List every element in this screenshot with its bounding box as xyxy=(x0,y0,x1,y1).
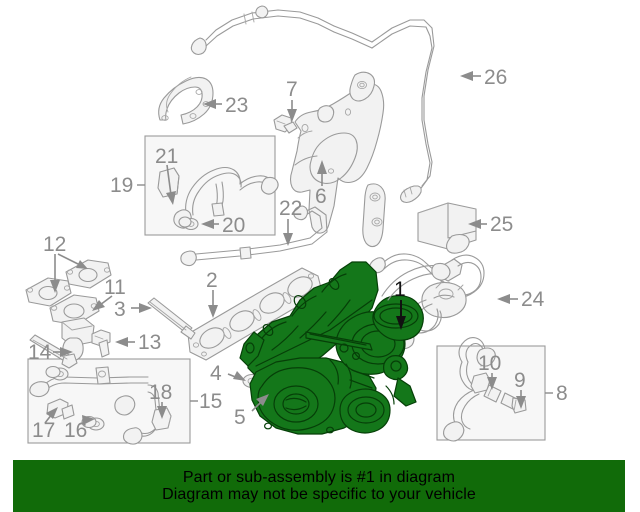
callout-14: 14 xyxy=(28,341,73,364)
part-bracket-23 xyxy=(158,76,214,125)
part-coolant-line-upper xyxy=(190,5,373,56)
callout-label-16: 16 xyxy=(64,419,87,442)
callout-21: 21 xyxy=(155,145,178,205)
callout-label-13: 13 xyxy=(138,331,161,354)
part-vacuum-actuator-24 xyxy=(369,253,485,350)
callout-11: 11 xyxy=(92,276,126,311)
callout-label-4: 4 xyxy=(210,362,222,385)
callout-3: 3 xyxy=(114,298,152,321)
callout-label-25: 25 xyxy=(490,213,513,236)
callout-19: 19 xyxy=(110,174,145,197)
callout-label-9: 9 xyxy=(514,369,526,392)
callout-label-19: 19 xyxy=(110,174,133,197)
callout-label-1: 1 xyxy=(394,278,406,301)
callout-15: 15 xyxy=(190,390,222,413)
callout-13: 13 xyxy=(115,331,161,354)
part-stud-bolt-3 xyxy=(147,297,196,340)
callout-label-18: 18 xyxy=(149,381,172,404)
part-gasket-12b xyxy=(25,277,72,307)
callout-label-5: 5 xyxy=(234,406,246,429)
callout-label-6: 6 xyxy=(315,185,327,208)
callout-24: 24 xyxy=(497,288,545,311)
callout-18: 18 xyxy=(149,381,172,419)
part-bolt-13 xyxy=(91,329,111,358)
callout-label-22: 22 xyxy=(279,197,302,220)
callout-23: 23 xyxy=(203,94,248,117)
callout-label-2: 2 xyxy=(206,269,218,292)
callout-17: 17 xyxy=(32,407,58,442)
part-coolant-pipe-22 xyxy=(180,205,328,267)
callout-label-21: 21 xyxy=(155,145,178,168)
callout-label-7: 7 xyxy=(286,78,298,101)
part-hose-turbo-to-24 xyxy=(381,262,451,301)
callout-4: 4 xyxy=(210,362,246,385)
callout-2: 2 xyxy=(206,269,218,318)
info-banner: Part or sub-assembly is #1 in diagram Di… xyxy=(13,460,625,512)
banner-line-1: Part or sub-assembly is #1 in diagram xyxy=(182,468,456,486)
callout-10: 10 xyxy=(478,352,501,390)
callout-label-3: 3 xyxy=(114,298,126,321)
callout-label-26: 26 xyxy=(484,66,507,89)
callout-label-24: 24 xyxy=(521,288,545,311)
callout-label-11: 11 xyxy=(104,276,126,299)
part-heat-shield-6 xyxy=(289,71,386,248)
callout-label-17: 17 xyxy=(32,419,55,442)
callout-label-12: 12 xyxy=(43,233,66,256)
callout-label-15: 15 xyxy=(199,390,222,413)
callout-6: 6 xyxy=(315,160,327,208)
callout-12: 12 xyxy=(43,233,88,293)
callout-22: 22 xyxy=(279,197,302,246)
callout-5: 5 xyxy=(234,394,269,429)
callout-20: 20 xyxy=(201,214,245,237)
callout-label-10: 10 xyxy=(478,352,501,375)
callout-7: 7 xyxy=(286,78,298,122)
part-group-19-contents xyxy=(157,166,279,231)
banner-line-2: Diagram may not be specific to your vehi… xyxy=(162,486,476,503)
callout-8: 8 xyxy=(545,382,568,405)
callout-label-14: 14 xyxy=(28,341,52,364)
part-solenoid-25 xyxy=(417,202,477,254)
callout-9: 9 xyxy=(514,369,526,409)
part-turbocharger-assembly-1 xyxy=(239,261,424,435)
callout-16: 16 xyxy=(64,415,95,442)
callout-label-8: 8 xyxy=(556,382,568,405)
part-group-8-contents xyxy=(443,337,527,442)
callout-26: 26 xyxy=(460,66,507,89)
part-bolt-7 xyxy=(273,114,298,134)
callout-25: 25 xyxy=(468,213,513,236)
callout-1: 1 xyxy=(394,278,406,330)
part-oil-return-flange-11 xyxy=(49,294,100,362)
part-manifold-gasket-2 xyxy=(187,267,323,361)
callout-label-23: 23 xyxy=(225,94,248,117)
callout-label-20: 20 xyxy=(222,214,245,237)
part-coolant-return-26 xyxy=(371,19,435,204)
